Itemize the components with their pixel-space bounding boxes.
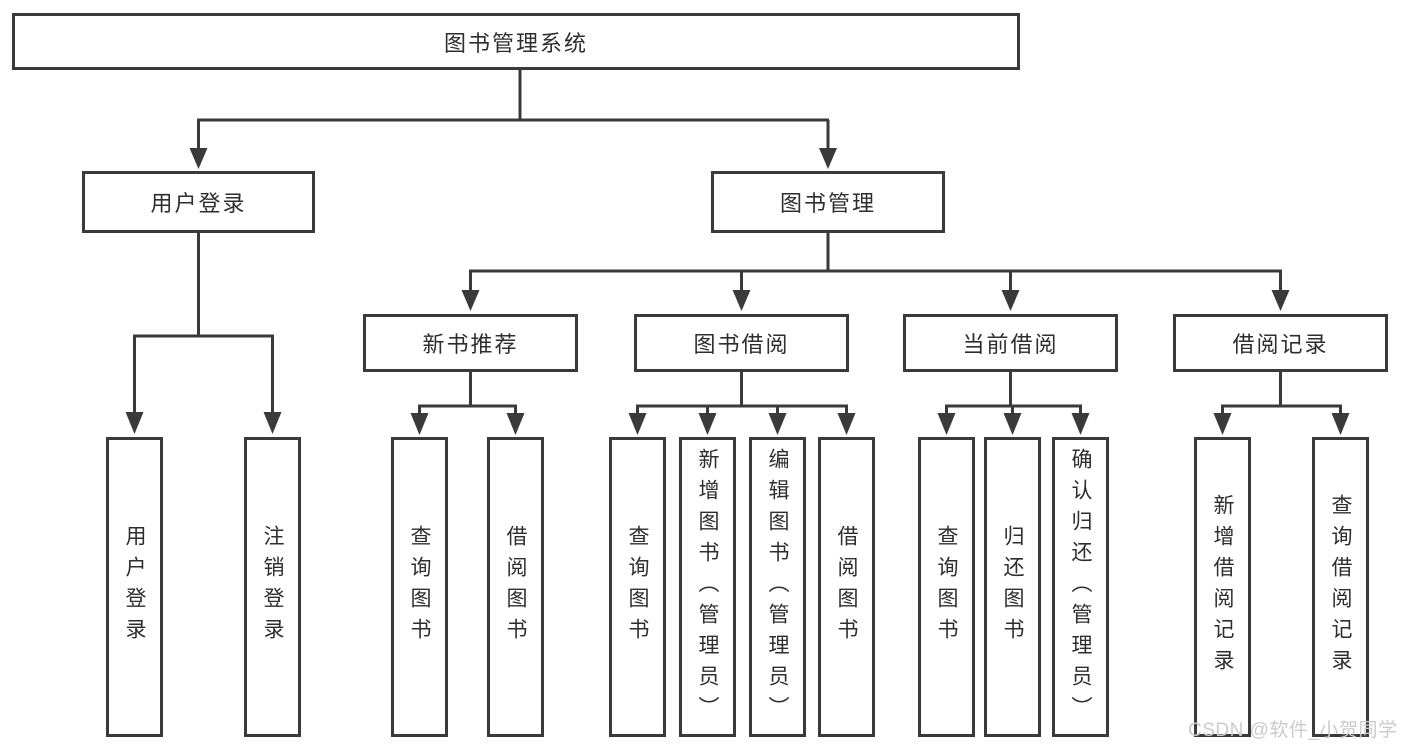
leaf-newrec-borrow-books: 借阅图书 bbox=[487, 437, 544, 737]
node-borrowing-records-label: 借阅记录 bbox=[1232, 332, 1329, 357]
node-user-login-label: 用户登录 bbox=[150, 191, 247, 216]
leaf-current-confirm-return-admin: 确认归还（管理员） bbox=[1052, 437, 1109, 737]
node-root-system: 图书管理系统 bbox=[12, 13, 1020, 70]
connector-userlogin-to-leaves bbox=[125, 233, 282, 434]
node-current-borrowing: 当前借阅 bbox=[903, 314, 1118, 372]
node-new-book-recommend: 新书推荐 bbox=[363, 314, 578, 372]
leaf-current-return-books-label: 归还图书 bbox=[1001, 525, 1024, 649]
connector-root-to-level2 bbox=[189, 69, 837, 169]
leaf-newrec-query-books: 查询图书 bbox=[391, 437, 448, 737]
connector-records-to-leaves bbox=[1213, 372, 1350, 435]
node-book-borrowing: 图书借阅 bbox=[634, 314, 849, 372]
connector-newrec-to-leaves bbox=[410, 372, 525, 435]
leaf-current-confirm-return-admin-label: 确认归还（管理员） bbox=[1069, 447, 1092, 727]
arrowhead-book-mgmt bbox=[819, 148, 837, 169]
leaf-user-login: 用户登录 bbox=[106, 437, 163, 737]
leaf-borrow-edit-books-admin: 编辑图书（管理员） bbox=[749, 437, 806, 737]
leaf-current-return-books: 归还图书 bbox=[984, 437, 1041, 737]
leaf-borrow-query-books-label: 查询图书 bbox=[626, 525, 649, 649]
leaf-borrow-add-books-admin-label: 新增图书（管理员） bbox=[696, 447, 719, 727]
node-borrowing-records: 借阅记录 bbox=[1173, 314, 1388, 372]
leaf-borrow-edit-books-admin-label: 编辑图书（管理员） bbox=[766, 447, 789, 727]
node-current-borrowing-label: 当前借阅 bbox=[962, 332, 1059, 357]
connector-bookmgmt-to-level3 bbox=[461, 233, 1290, 311]
leaf-records-query-record: 查询借阅记录 bbox=[1312, 437, 1369, 737]
node-book-borrowing-label: 图书借阅 bbox=[693, 332, 790, 357]
leaf-borrow-add-books-admin: 新增图书（管理员） bbox=[679, 437, 736, 737]
leaf-newrec-query-books-label: 查询图书 bbox=[408, 525, 431, 649]
leaf-borrow-query-books: 查询图书 bbox=[609, 437, 666, 737]
leaf-logout: 注销登录 bbox=[244, 437, 301, 737]
leaf-user-login-label: 用户登录 bbox=[123, 525, 146, 649]
leaf-records-add-record-label: 新增借阅记录 bbox=[1211, 494, 1234, 680]
leaf-newrec-borrow-books-label: 借阅图书 bbox=[504, 525, 527, 649]
node-book-management-label: 图书管理 bbox=[779, 191, 876, 216]
csdn-watermark: CSDN @软件_小贺同学 bbox=[1188, 720, 1398, 741]
leaf-records-add-record: 新增借阅记录 bbox=[1194, 437, 1251, 737]
node-new-book-recommend-label: 新书推荐 bbox=[422, 332, 519, 357]
arrowhead-user-login bbox=[189, 148, 208, 169]
connector-current-to-leaves bbox=[937, 372, 1090, 435]
node-root-system-label: 图书管理系统 bbox=[443, 30, 588, 56]
leaf-current-query-books-label: 查询图书 bbox=[935, 525, 958, 649]
leaf-borrow-borrow-books-label: 借阅图书 bbox=[835, 525, 858, 649]
leaf-logout-label: 注销登录 bbox=[261, 525, 284, 649]
leaf-records-query-record-label: 查询借阅记录 bbox=[1329, 494, 1352, 680]
node-book-management: 图书管理 bbox=[711, 171, 945, 233]
leaf-borrow-borrow-books: 借阅图书 bbox=[818, 437, 875, 737]
node-user-login: 用户登录 bbox=[82, 171, 315, 233]
connector-borrow-to-leaves bbox=[628, 372, 856, 435]
leaf-current-query-books: 查询图书 bbox=[918, 437, 975, 737]
